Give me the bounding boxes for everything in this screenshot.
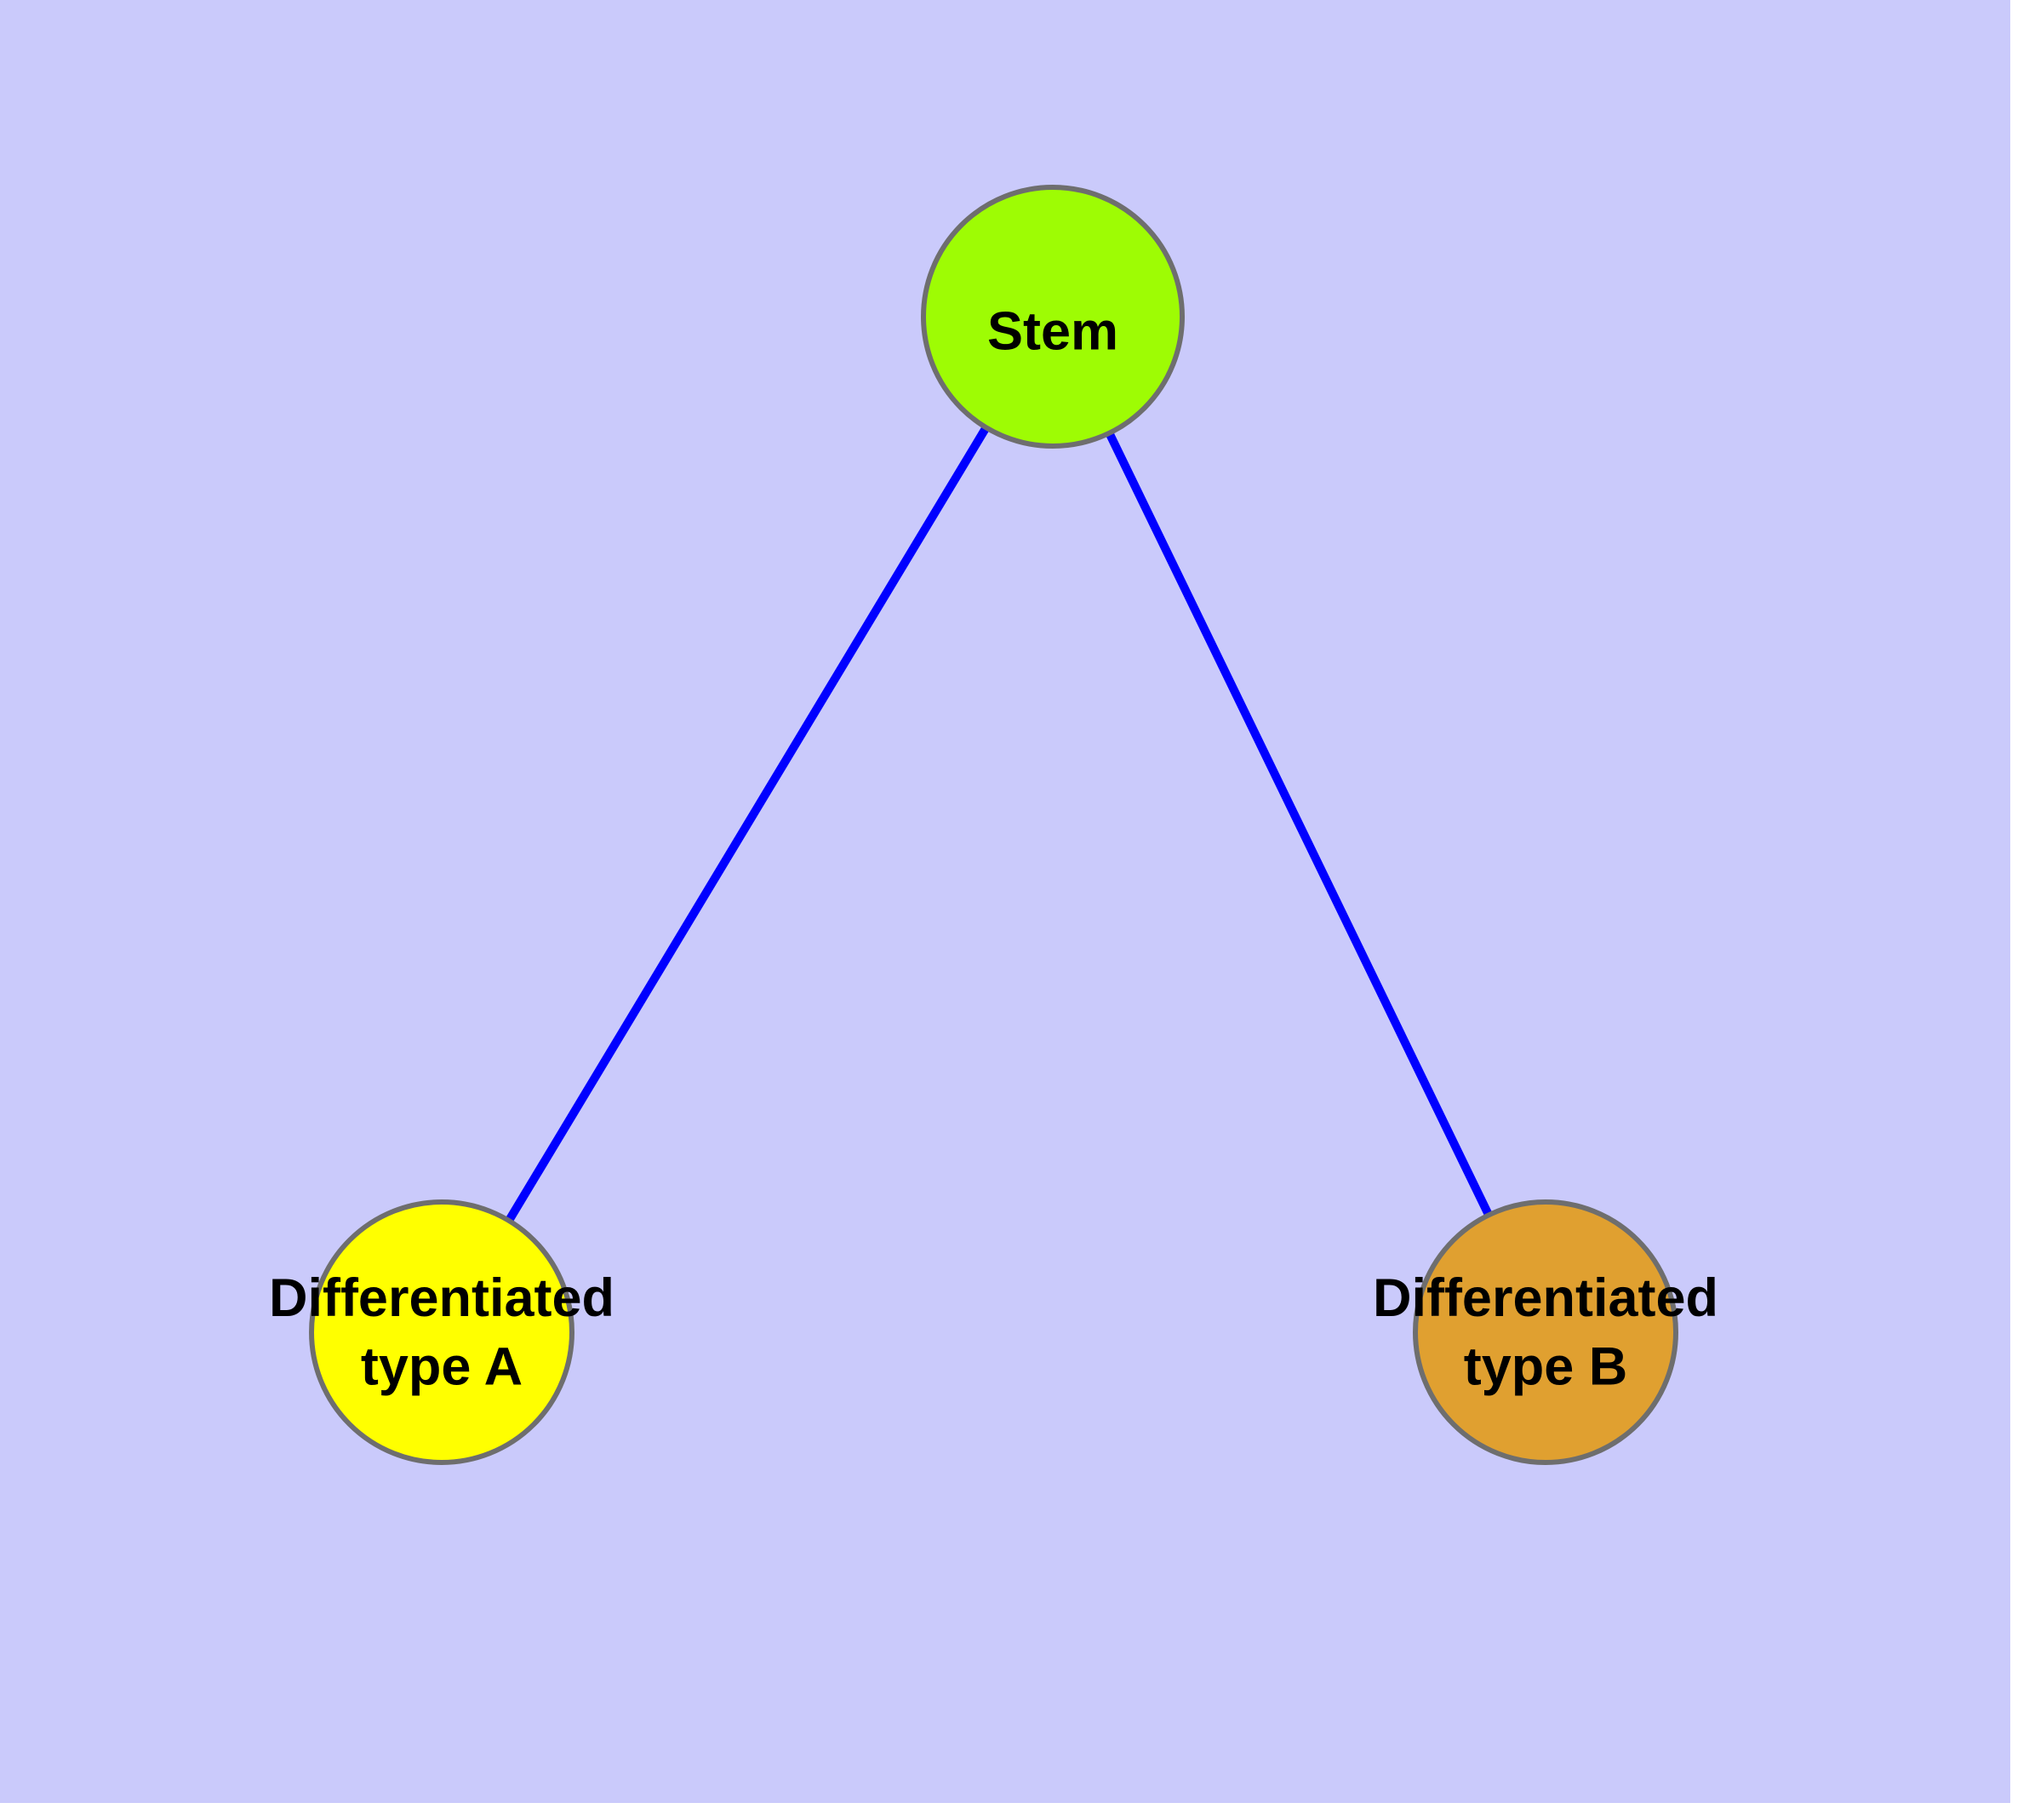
node-diff-a-circle[interactable] — [309, 1199, 574, 1465]
edge-layer — [437, 314, 1550, 1335]
edge-stem-to-diff-b[interactable] — [1049, 314, 1550, 1335]
node-diff-b-label: Differentiated type B — [1373, 1268, 1718, 1397]
node-stem-circle[interactable] — [921, 185, 1185, 449]
node-diff-b-circle[interactable] — [1413, 1199, 1678, 1465]
node-label-line: Differentiated — [269, 1268, 614, 1328]
node-diff-b[interactable]: Differentiated type B — [1373, 1199, 1718, 1465]
node-label-line: type B — [1464, 1337, 1628, 1397]
node-diff-a-label: Differentiated type A — [269, 1268, 614, 1397]
node-stem-label: Stem — [987, 301, 1118, 361]
node-diff-a[interactable]: Differentiated type A — [269, 1199, 614, 1465]
edge-stem-to-diff-a[interactable] — [437, 314, 1057, 1335]
node-stem[interactable]: Stem — [921, 185, 1185, 449]
node-label-line: Stem — [987, 301, 1118, 361]
node-label-line: Differentiated — [1373, 1268, 1718, 1328]
node-label-line: type A — [361, 1337, 523, 1397]
node-layer: Stem Differentiated type A Differentiated… — [269, 185, 1718, 1465]
